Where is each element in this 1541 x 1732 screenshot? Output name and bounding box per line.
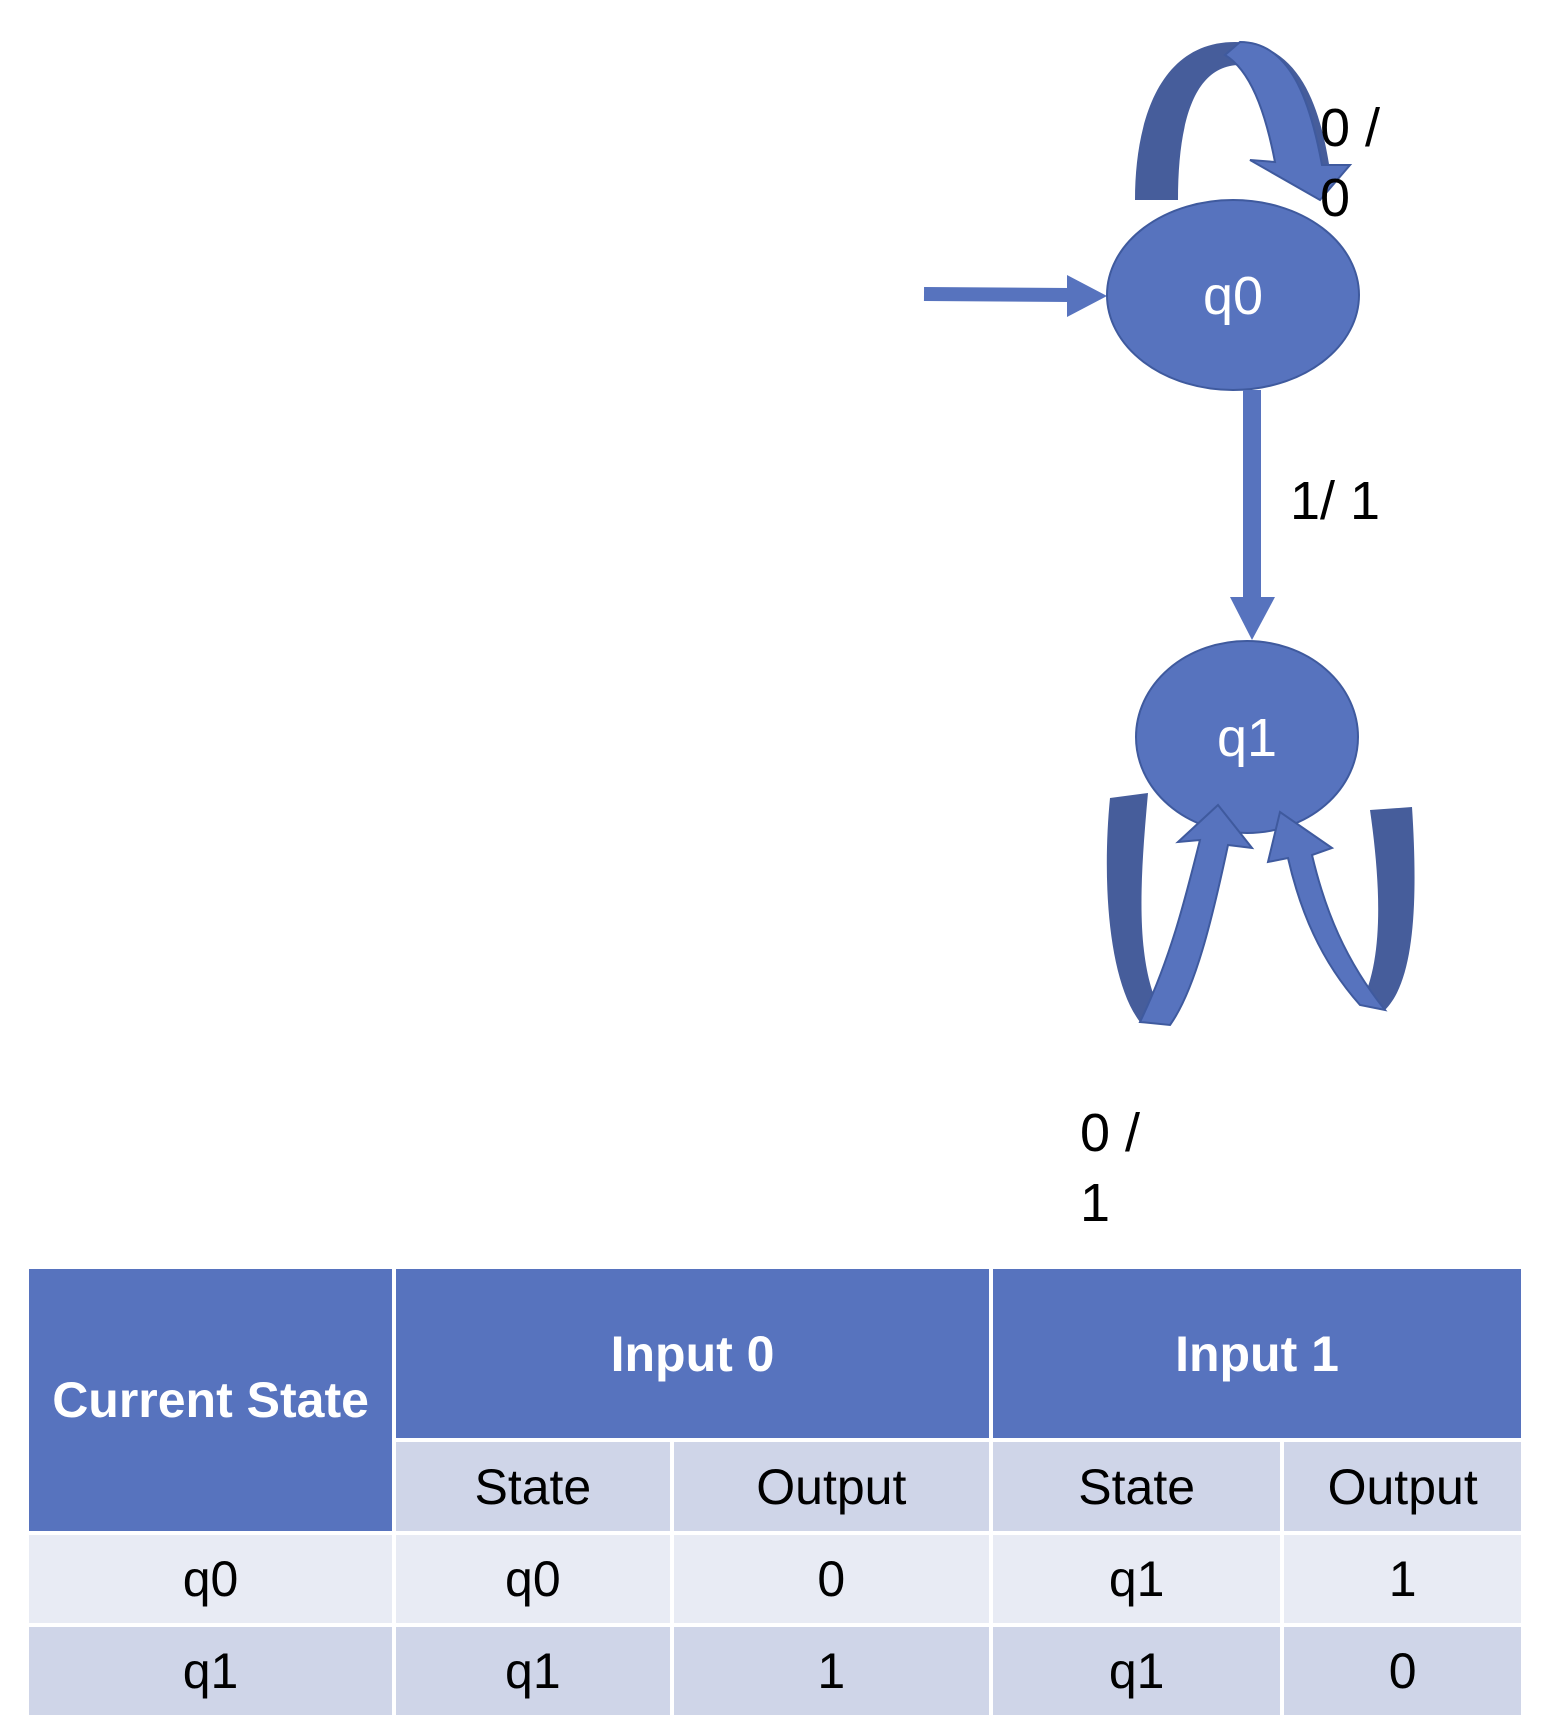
cell-in1-output: 1	[1284, 1535, 1521, 1623]
subheader-output: Output	[1284, 1442, 1521, 1531]
transition-label-q0-loop: 0 / 0	[1320, 98, 1381, 228]
cell-in1-output: 0	[1284, 1627, 1521, 1715]
cell-current: q1	[29, 1627, 393, 1715]
cell-in0-output: 0	[673, 1535, 990, 1623]
subheader-state: State	[396, 1442, 670, 1531]
header-current-state: Current State	[29, 1269, 393, 1531]
table-row: q1 q1 1 q1 0	[29, 1627, 1521, 1715]
table-row: q0 q0 0 q1 1	[29, 1535, 1521, 1623]
state-q0-label: q0	[1203, 266, 1263, 326]
transition-label-q1-loop: 0 / 1	[1080, 1103, 1141, 1233]
header-input-1: Input 1	[993, 1269, 1521, 1439]
cell-current: q0	[29, 1535, 393, 1623]
state-transition-table: Current State Input 0 Input 1 State Outp…	[25, 1265, 1525, 1719]
cell-in1-state: q1	[993, 1535, 1281, 1623]
state-q1-label: q1	[1217, 708, 1277, 768]
cell-in1-state: q1	[993, 1627, 1281, 1715]
cell-in0-output: 1	[673, 1627, 990, 1715]
transition-label-q0-q1: 1/ 1	[1290, 471, 1381, 531]
cell-in0-state: q1	[396, 1627, 670, 1715]
state-diagram: q0 q1	[923, 40, 1415, 1027]
q1-self-loop-arrow	[1106, 793, 1415, 1027]
cell-in0-state: q0	[396, 1535, 670, 1623]
state-q1: q1	[1135, 640, 1359, 834]
q0-self-loop-arrow	[1135, 40, 1353, 202]
initial-arrow	[923, 275, 1107, 317]
subheader-state: State	[993, 1442, 1281, 1531]
q0-to-q1-arrow	[1230, 390, 1275, 640]
state-q0: q0	[1106, 199, 1360, 391]
subheader-output: Output	[673, 1442, 990, 1531]
header-input-0: Input 0	[396, 1269, 990, 1439]
